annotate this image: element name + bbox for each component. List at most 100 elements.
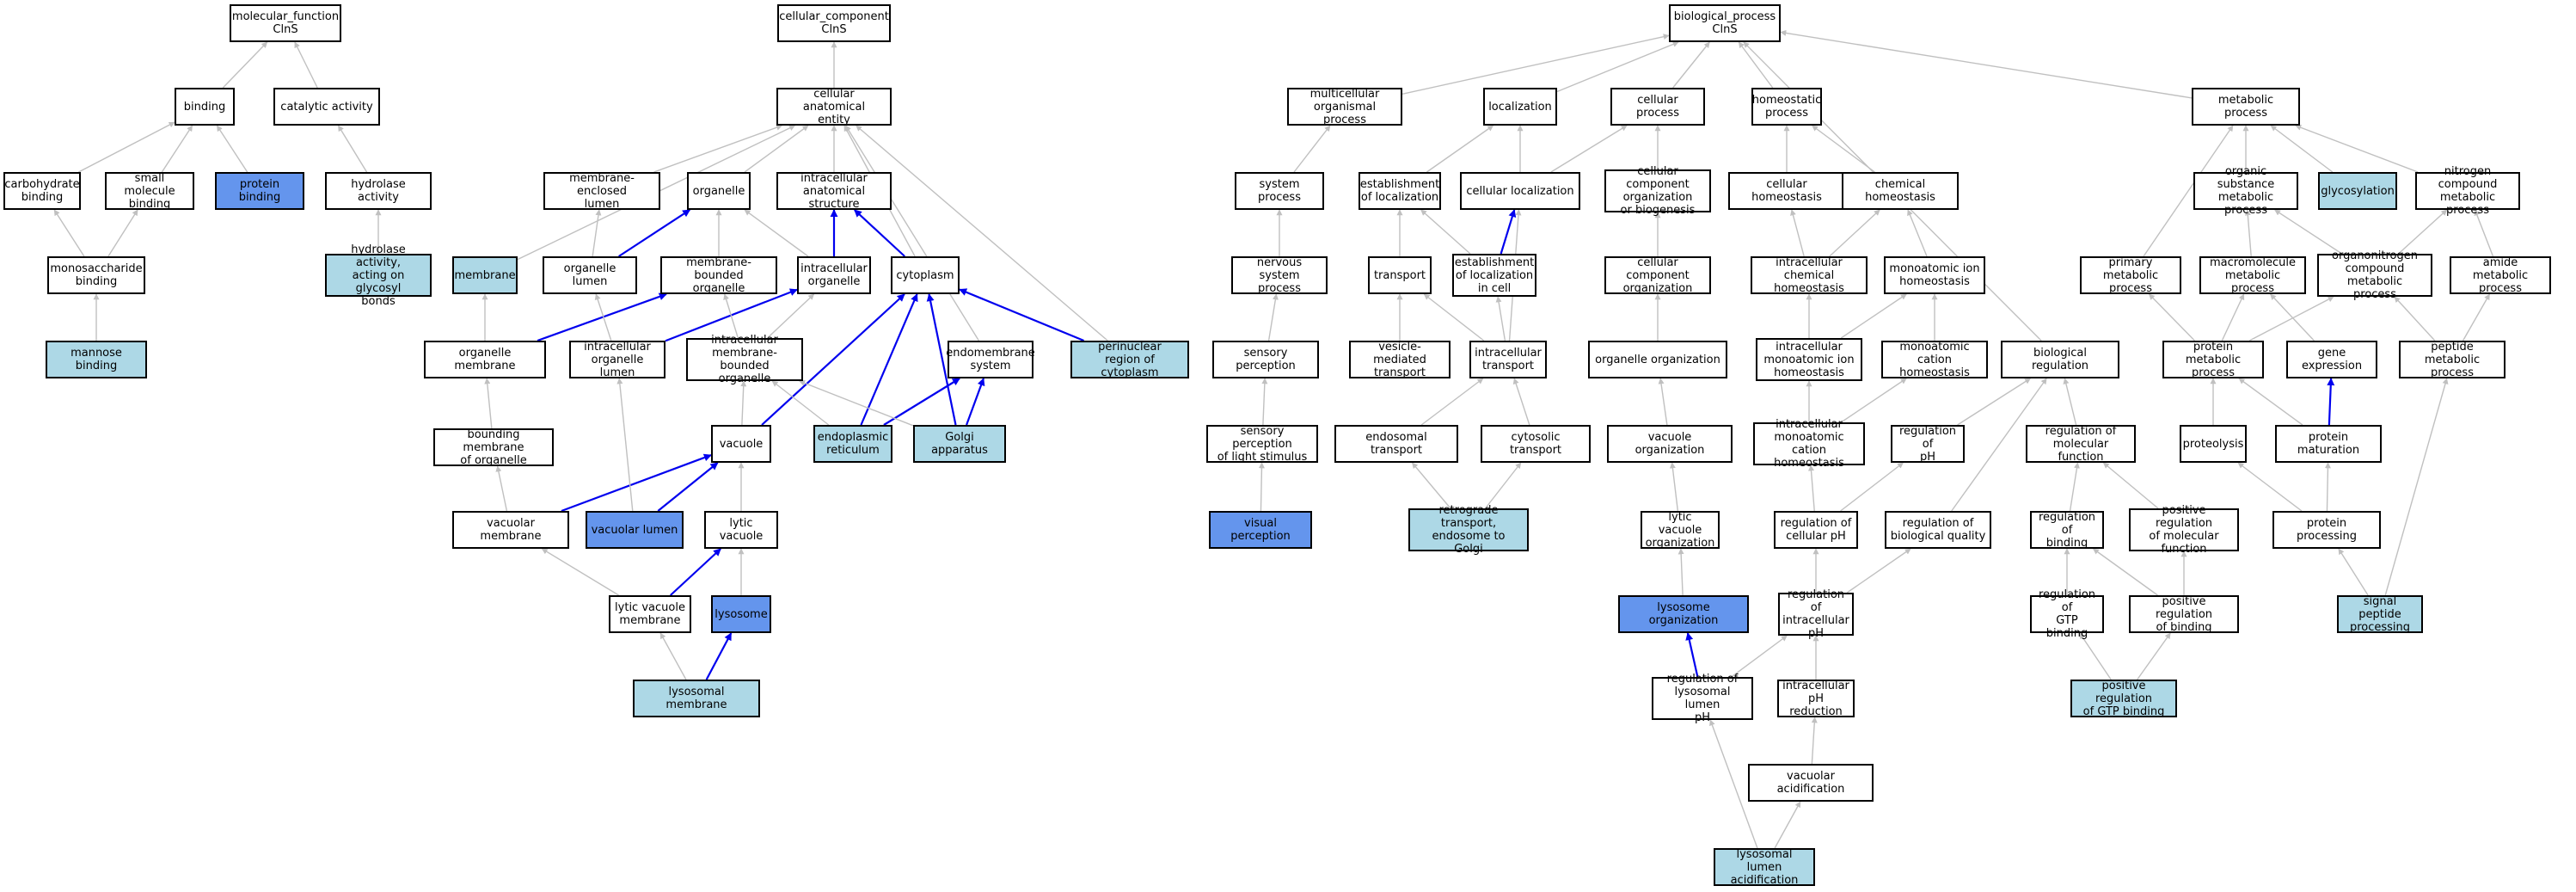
node-regulation-of-gtp-binding[interactable]: regulation of GTP binding (2030, 588, 2104, 640)
node-regulation-of-ph[interactable]: regulation of pH (1891, 425, 1965, 464)
node-protein-binding[interactable]: protein binding (215, 172, 304, 210)
node-vacuolar-membrane[interactable]: vacuolar membrane (452, 511, 569, 549)
node-lysosomal-membrane[interactable]: lysosomal membrane (633, 680, 760, 717)
node-visual-perception[interactable]: visual perception (1209, 511, 1312, 549)
node-cellular-anatomical-entity[interactable]: cellular anatomical entity (776, 88, 892, 126)
node-intracellular-monoatomic-ion-homeostasis[interactable]: intracellular monoatomic ion homeostasis (1756, 338, 1862, 381)
node-endosomal-transport[interactable]: endosomal transport (1334, 425, 1458, 463)
node-intracellular-chemical-homeostasis[interactable]: intracellular chemical homeostasis (1751, 256, 1868, 295)
node-metabolic-process[interactable]: metabolic process (2192, 88, 2300, 126)
node-primary-metabolic-process[interactable]: primary metabolic process (2080, 256, 2181, 295)
node-endoplasmic-reticulum[interactable]: endoplasmic reticulum (813, 425, 892, 463)
node-regulation-of-molecular-function[interactable]: regulation of molecular function (2026, 425, 2136, 464)
node-regulation-of-binding[interactable]: regulation of binding (2030, 511, 2104, 550)
edge-protein-maturation-to-protein-metabolic-process (2238, 378, 2303, 426)
edge-perinuclear-region-to-cellular-anatomical-entity (856, 125, 1108, 341)
node-hydrolase-glycosyl[interactable]: hydrolase activity, acting on glycosyl b… (325, 243, 432, 308)
node-cellular-component-organization[interactable]: cellular component organization (1604, 256, 1711, 295)
node-vacuole-organization[interactable]: vacuole organization (1607, 425, 1733, 463)
node-localization[interactable]: localization (1483, 88, 1557, 126)
node-catalytic-activity[interactable]: catalytic activity (273, 88, 380, 126)
node-monosaccharide-binding[interactable]: monosaccharide binding (47, 256, 145, 294)
node-glycosylation[interactable]: glycosylation (2318, 172, 2397, 210)
node-peptide-metabolic-process[interactable]: peptide metabolic process (2399, 341, 2505, 379)
node-hydrolase-activity[interactable]: hydrolase activity (325, 172, 432, 210)
node-vacuolar-lumen[interactable]: vacuolar lumen (586, 511, 684, 549)
node-lytic-vacuole[interactable]: lytic vacuole (704, 511, 778, 549)
node-lysosome-organization[interactable]: lysosome organization (1618, 595, 1749, 633)
node-sensory-perception[interactable]: sensory perception (1212, 341, 1319, 378)
node-positive-regulation-of-binding[interactable]: positive regulation of binding (2129, 595, 2239, 634)
node-intracellular-mb-organelle[interactable]: intracellular membrane-bounded organelle (686, 334, 803, 385)
node-intracellular-monoatomic-cation-homeostasis[interactable]: intracellular monoatomic cation homeosta… (1753, 418, 1865, 470)
node-nervous-system-process[interactable]: nervous system process (1231, 256, 1328, 295)
node-lytic-vacuole-organization[interactable]: lytic vacuole organization (1641, 511, 1720, 550)
node-cellular-localization[interactable]: cellular localization (1460, 172, 1580, 210)
node-organonitrogen-compound-metabolic[interactable]: organonitrogen compound metabolic proces… (2317, 249, 2432, 301)
node-mannose-binding[interactable]: mannose binding (46, 341, 147, 378)
node-binding[interactable]: binding (175, 88, 235, 126)
node-membrane-enclosed-lumen[interactable]: membrane-enclosed lumen (543, 172, 660, 211)
node-gene-expression[interactable]: gene expression (2286, 341, 2377, 378)
node-intracellular-anatomical-structure[interactable]: intracellular anatomical structure (776, 172, 892, 211)
node-amide-metabolic-process[interactable]: amide metabolic process (2450, 256, 2551, 295)
node-positive-regulation-gtp-binding[interactable]: positive regulation of GTP binding (2070, 680, 2177, 718)
node-organelle[interactable]: organelle (687, 172, 751, 210)
node-monoatomic-ion-homeostasis[interactable]: monoatomic ion homeostasis (1884, 256, 1985, 294)
node-signal-peptide-processing[interactable]: signal peptide processing (2337, 595, 2423, 634)
node-organic-substance-metabolic[interactable]: organic substance metabolic process (2193, 165, 2298, 217)
node-transport[interactable]: transport (1368, 256, 1432, 294)
node-regulation-of-lysosomal-lumen-ph[interactable]: regulation of lysosomal lumen pH (1652, 673, 1753, 724)
node-establishment-of-localization[interactable]: establishment of localization (1359, 172, 1441, 210)
node-monoatomic-cation-homeostasis[interactable]: monoatomic cation homeostasis (1881, 341, 1988, 379)
node-golgi-apparatus[interactable]: Golgi apparatus (913, 425, 1006, 463)
node-protein-maturation[interactable]: protein maturation (2275, 425, 2382, 463)
node-nitrogen-compound-metabolic[interactable]: nitrogen compound metabolic process (2415, 165, 2520, 217)
node-cytosolic-transport[interactable]: cytosolic transport (1481, 425, 1591, 463)
node-biological-regulation[interactable]: biological regulation (2001, 341, 2119, 378)
node-retrograde-transport[interactable]: retrograde transport, endosome to Golgi (1408, 504, 1529, 556)
node-membrane[interactable]: membrane (452, 256, 518, 294)
node-carbohydrate-binding[interactable]: carbohydrate binding (3, 172, 81, 210)
node-lytic-vacuole-membrane[interactable]: lytic vacuole membrane (609, 595, 691, 633)
node-protein-metabolic-process[interactable]: protein metabolic process (2162, 341, 2264, 379)
node-protein-processing[interactable]: protein processing (2272, 511, 2381, 549)
node-homeostatic-process[interactable]: homeostatic process (1751, 88, 1822, 126)
node-multicellular-organismal-process[interactable]: multicellular organismal process (1287, 88, 1402, 126)
node-organelle-lumen[interactable]: organelle lumen (543, 256, 637, 294)
node-organelle-organization[interactable]: organelle organization (1588, 341, 1727, 378)
node-positive-regulation-molecular-function[interactable]: positive regulation of molecular functio… (2129, 504, 2239, 556)
node-lysosome[interactable]: lysosome (711, 595, 771, 633)
node-small-molecule-binding[interactable]: small molecule binding (105, 172, 194, 211)
node-chemical-homeostasis[interactable]: chemical homeostasis (1842, 172, 1959, 210)
node-perinuclear-region[interactable]: perinuclear region of cytoplasm (1070, 341, 1189, 379)
node-intracellular-organelle[interactable]: intracellular organelle (797, 256, 871, 294)
node-cellular-process[interactable]: cellular process (1610, 88, 1705, 126)
edge-intracellular-transport-to-establishment-localization-in-cell (1495, 296, 1506, 341)
node-regulation-of-biological-quality[interactable]: regulation of biological quality (1885, 511, 1991, 549)
node-cellular-homeostasis[interactable]: cellular homeostasis (1728, 172, 1845, 210)
node-biological-process[interactable]: biological_process ClnS (1669, 4, 1781, 42)
node-intracellular-organelle-lumen[interactable]: intracellular organelle lumen (569, 341, 665, 379)
node-macromolecule-metabolic[interactable]: macromolecule metabolic process (2199, 256, 2306, 295)
node-establishment-localization-in-cell[interactable]: establishment of localization in cell (1452, 254, 1536, 297)
node-intracellular-transport[interactable]: intracellular transport (1469, 341, 1547, 378)
node-proteolysis[interactable]: proteolysis (2180, 425, 2247, 463)
node-sensory-perception-light[interactable]: sensory perception of light stimulus (1206, 425, 1318, 464)
node-membrane-bounded-organelle[interactable]: membrane-bounded organelle (660, 256, 777, 295)
node-cellular-component[interactable]: cellular_component ClnS (777, 4, 891, 42)
node-vesicle-mediated-transport[interactable]: vesicle-mediated transport (1349, 341, 1451, 379)
node-cc-organization-biogenesis[interactable]: cellular component organization or bioge… (1604, 165, 1711, 217)
node-vacuole[interactable]: vacuole (711, 425, 771, 463)
node-bounding-membrane[interactable]: bounding membrane of organelle (433, 428, 554, 467)
node-cytoplasm[interactable]: cytoplasm (891, 256, 960, 294)
node-regulation-of-cellular-ph[interactable]: regulation of cellular pH (1774, 511, 1858, 549)
node-intracellular-ph-reduction[interactable]: intracellular pH reduction (1777, 680, 1855, 718)
node-lysosomal-lumen-acidification[interactable]: lysosomal lumen acidification (1714, 848, 1815, 887)
node-endomembrane-system[interactable]: endomembrane system (946, 341, 1035, 378)
node-organelle-membrane[interactable]: organelle membrane (424, 341, 546, 378)
node-vacuolar-acidification[interactable]: vacuolar acidification (1748, 764, 1874, 802)
node-regulation-of-intracellular-ph[interactable]: regulation of intracellular pH (1778, 588, 1854, 640)
node-system-process[interactable]: system process (1235, 172, 1324, 210)
node-molecular-function[interactable]: molecular_function ClnS (230, 4, 341, 42)
